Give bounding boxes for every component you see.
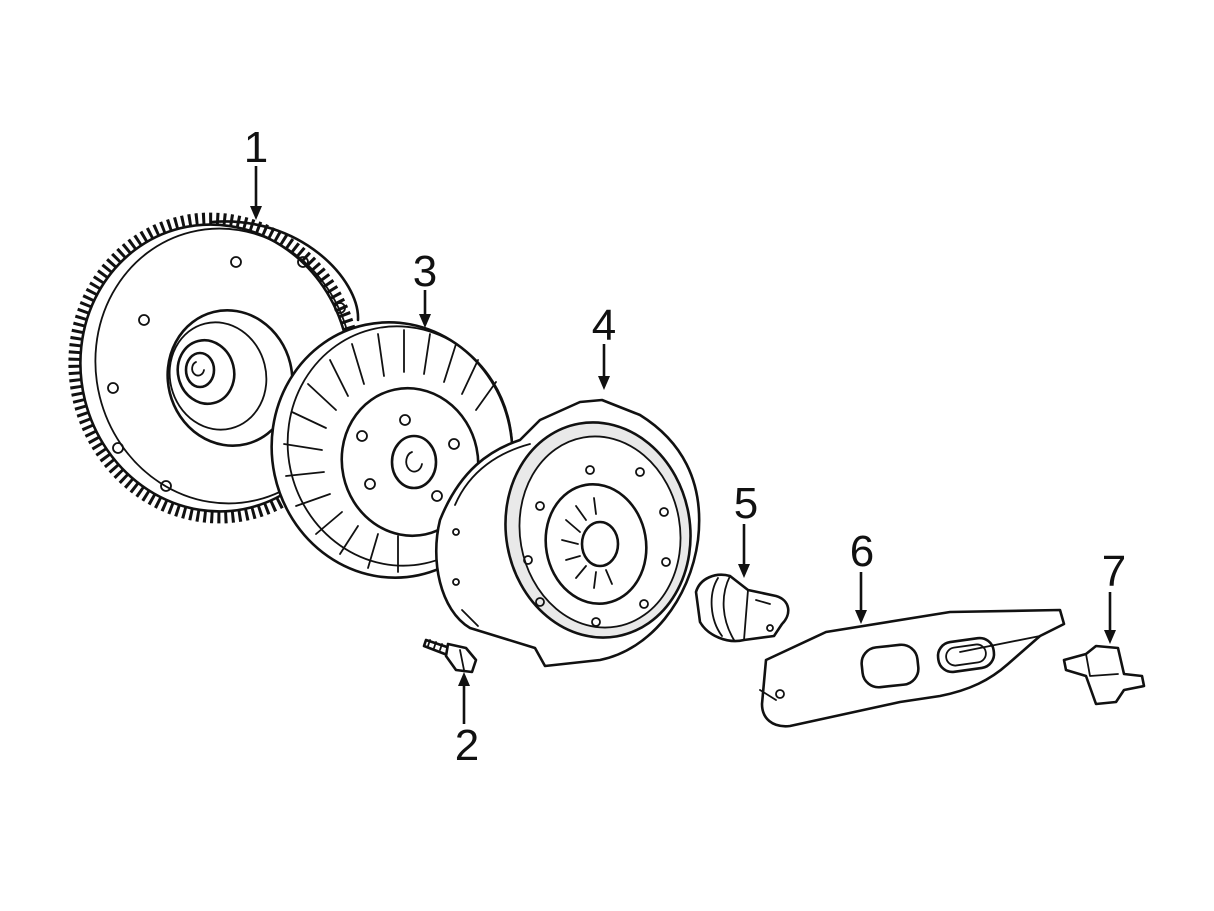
part-5-release-bearing[interactable] <box>694 573 790 643</box>
part-4-pressure-plate[interactable] <box>434 398 707 668</box>
diaphragm-fingers <box>561 497 613 589</box>
callout-6[interactable]: 6 <box>850 527 874 576</box>
callout-3[interactable]: 3 <box>413 247 437 296</box>
callout-arrows <box>250 166 1116 724</box>
callout-4[interactable]: 4 <box>592 301 616 350</box>
disc-segment-lines <box>283 329 497 573</box>
callout-2[interactable]: 2 <box>455 721 479 770</box>
callout-5[interactable]: 5 <box>734 479 758 528</box>
callout-7[interactable]: 7 <box>1102 547 1126 596</box>
part-2-bolt[interactable] <box>422 638 478 674</box>
part-7-pivot[interactable] <box>1062 644 1146 706</box>
part-6-release-fork[interactable] <box>759 608 1066 728</box>
callout-labels: 1 2 3 4 5 6 7 <box>244 123 1126 770</box>
callout-1[interactable]: 1 <box>244 123 268 172</box>
